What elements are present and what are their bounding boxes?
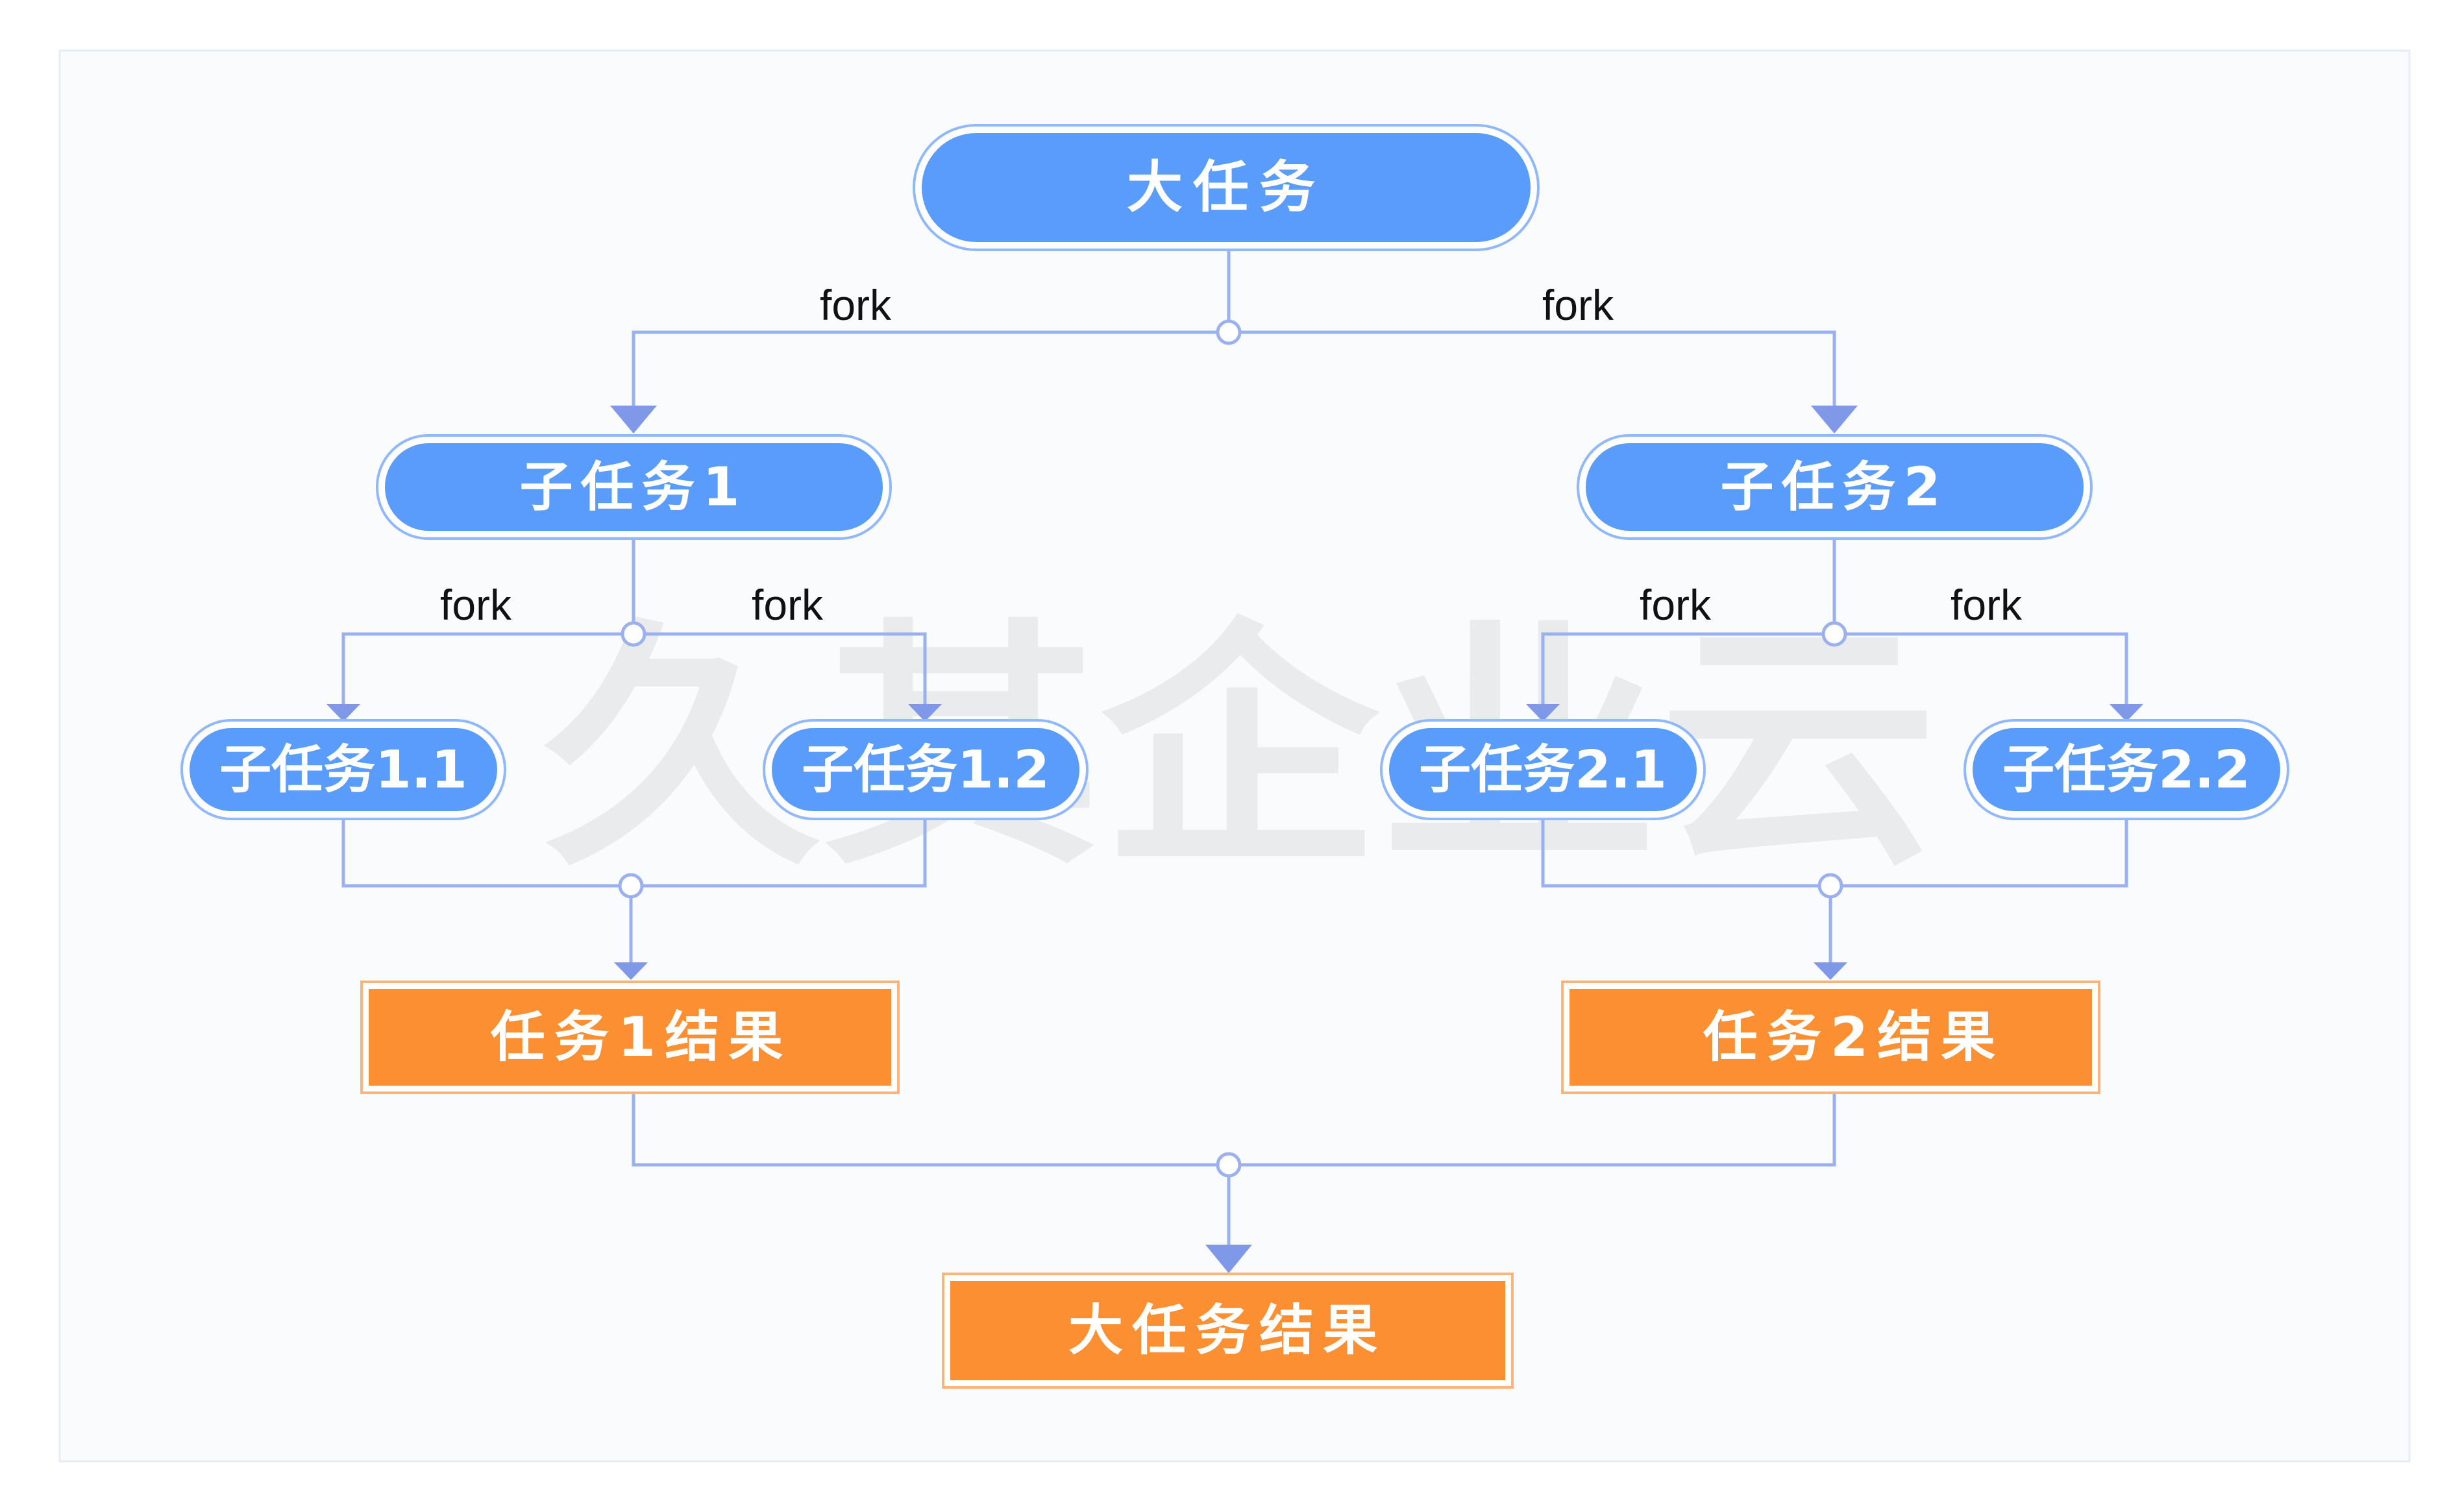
fork-label-sub1-left: fork: [440, 581, 512, 629]
node-subtask-1-1: 子任务1.1: [180, 719, 506, 820]
node-subtask-1: 子任务1: [376, 434, 892, 540]
node-subtask-2: 子任务2: [1577, 434, 2093, 540]
arrowhead-to-sub11: [326, 704, 360, 722]
arrowhead-to-sub22: [2110, 704, 2143, 722]
junction-result1-join: [618, 873, 644, 899]
junction-final-join: [1216, 1152, 1242, 1178]
watermark: 久其企业云: [542, 599, 1938, 901]
node-subtask-2-2: 子任务2.2: [1963, 719, 2289, 820]
node-subtask-1-label: 子任务1: [519, 457, 747, 518]
arrowhead-to-sub1: [610, 406, 657, 433]
node-subtask-2-2-label: 子任务2.2: [2002, 740, 2250, 800]
fork-label-sub1-right: fork: [752, 581, 824, 629]
connector-root-to-sub2: [1229, 330, 1836, 406]
fork-label-sub2-right: fork: [1951, 581, 2023, 629]
arrowhead-to-sub21: [1526, 704, 1560, 722]
connector-sub1-to-sub11: [341, 632, 634, 704]
arrowhead-to-final: [1205, 1245, 1252, 1273]
junction-sub1-fork: [621, 621, 646, 647]
node-subtask-2-label: 子任务2: [1720, 457, 1948, 518]
connector-sub1-to-sub12: [634, 632, 927, 704]
node-result-2-label: 任务2结果: [1703, 1005, 2004, 1069]
fork-label-root-left: fork: [820, 281, 892, 329]
connector-sub2-to-sub21: [1541, 632, 1834, 704]
node-subtask-2-1-label: 子任务2.1: [1419, 740, 1667, 800]
node-result-1-label: 任务1结果: [491, 1005, 792, 1069]
fork-label-sub2-left: fork: [1640, 581, 1712, 629]
node-root-label: 大任务: [1127, 155, 1325, 220]
node-subtask-2-1: 子任务2.1: [1380, 719, 1706, 820]
node-subtask-1-2: 子任务1.2: [763, 719, 1089, 820]
node-result-1: 任务1结果: [360, 981, 900, 1094]
arrowhead-to-result2: [1814, 962, 1847, 980]
connector-sub2-to-sub22: [1834, 632, 2128, 704]
arrowhead-to-sub12: [908, 704, 942, 722]
node-result-2: 任务2结果: [1561, 981, 2100, 1094]
junction-result2-join: [1817, 873, 1843, 899]
node-subtask-1-1-label: 子任务1.1: [219, 740, 467, 800]
node-subtask-1-2-label: 子任务1.2: [802, 740, 1050, 800]
fork-label-root-right: fork: [1542, 281, 1614, 329]
node-final-result-label: 大任务结果: [1068, 1299, 1386, 1362]
arrowhead-to-result1: [614, 962, 648, 980]
junction-root-fork: [1216, 319, 1242, 345]
connector-root-to-sub1: [632, 330, 1229, 406]
node-root-task: 大任务: [913, 124, 1540, 251]
arrowhead-to-sub2: [1811, 406, 1858, 433]
node-final-result: 大任务结果: [942, 1273, 1514, 1389]
junction-sub2-fork: [1821, 621, 1847, 647]
